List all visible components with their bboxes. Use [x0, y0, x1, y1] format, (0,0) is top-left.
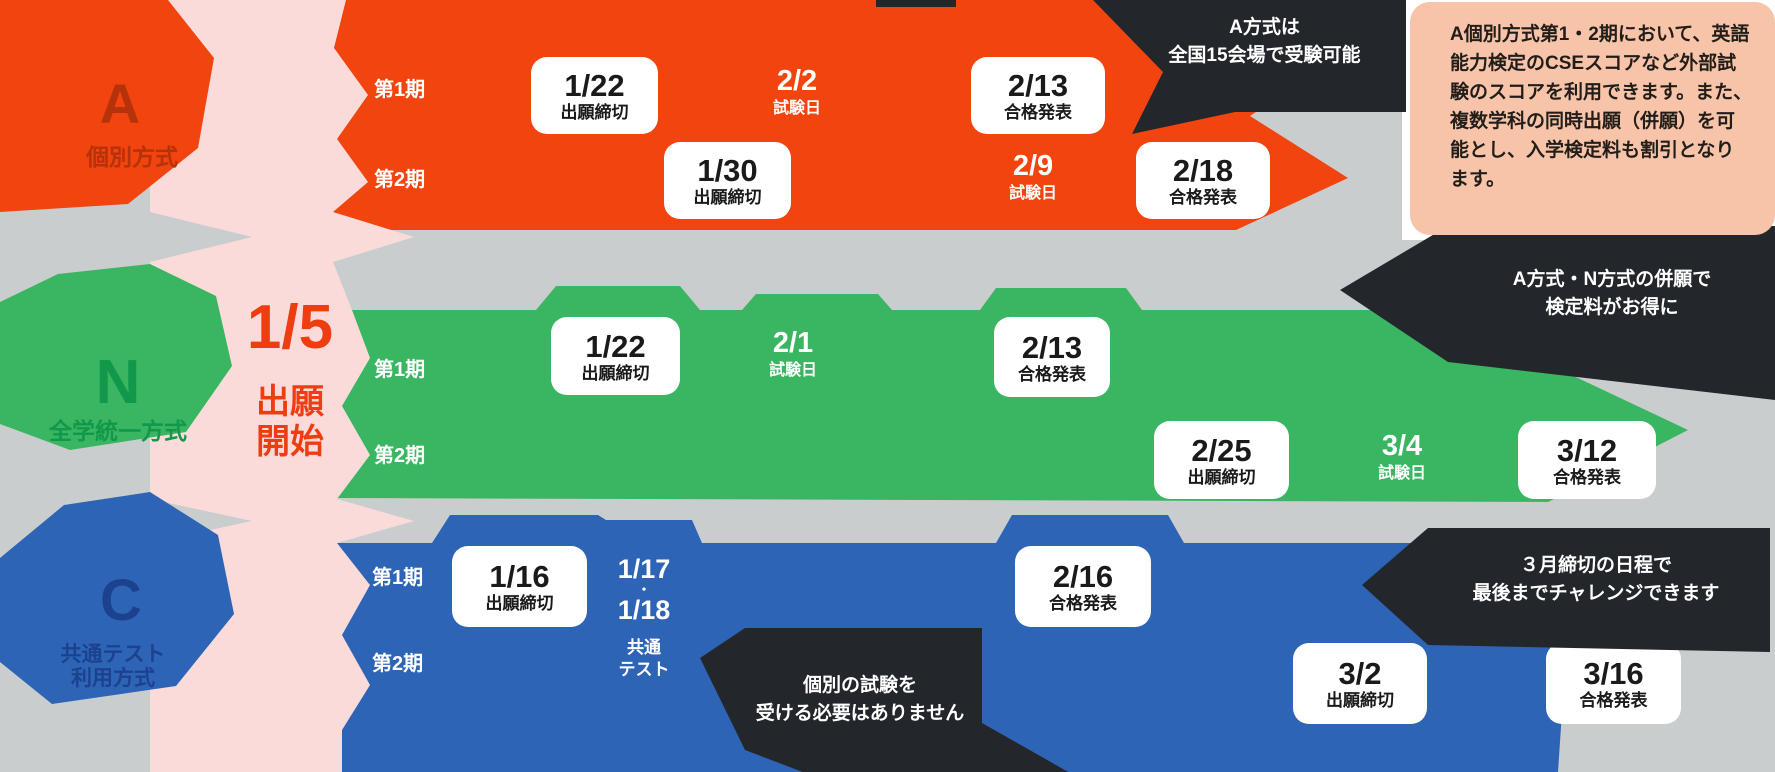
- a-row2-result-card: 2/18 合格発表: [1136, 142, 1270, 219]
- a-row1-period: 第1期: [374, 79, 426, 101]
- date-line1: 1/17: [617, 554, 671, 584]
- a-row1-deadline-card: 1/22 出願締切: [531, 57, 658, 134]
- label: 出願締切: [1187, 467, 1256, 487]
- start-label-line1: 出願: [256, 383, 324, 421]
- n-row2-period: 第2期: [374, 445, 426, 467]
- a-row1-result-card: 2/13 合格発表: [971, 57, 1105, 134]
- label: 合格発表: [1553, 467, 1621, 487]
- n-row2-deadline-card: 2/25 出願締切: [1154, 421, 1289, 499]
- date: 2/13: [1021, 329, 1083, 365]
- date: 2/2: [776, 65, 818, 97]
- bubble-line2: 全国15会場で受験可能: [1168, 45, 1361, 66]
- date: 2/25: [1191, 432, 1252, 468]
- a-venues-bubble: A方式は 全国15会場で受験可能: [1093, 0, 1406, 134]
- a-row2-exam-text: 2/9 試験日: [986, 152, 1080, 202]
- date: 1/22: [564, 68, 625, 103]
- n-row1-deadline-card: 1/22 出願締切: [551, 317, 680, 395]
- start-date: 1/5: [246, 293, 334, 362]
- n-row1-exam-text: 2/1 試験日: [746, 329, 840, 379]
- c-row1-result-card: 2/16 合格発表: [1015, 546, 1151, 627]
- a-row2-deadline-card: 1/30 出願締切: [664, 142, 791, 219]
- n-row1-result-card: 2/13 合格発表: [994, 317, 1110, 397]
- date: 3/16: [1583, 656, 1644, 691]
- bubble-line2: 最後までチャレンジできます: [1472, 583, 1720, 604]
- method-a-name: 個別方式: [86, 144, 178, 170]
- n-row2-result-card: 3/12 合格発表: [1518, 421, 1656, 499]
- bubble-line1: A方式・N方式の併願で: [1512, 269, 1712, 290]
- date: 3/4: [1381, 430, 1423, 462]
- bubble-line2: 検定料がお得に: [1545, 297, 1679, 318]
- label-line1: 共通: [627, 638, 661, 657]
- c-row1-deadline-card: 1/16 出願締切: [452, 546, 587, 627]
- label: 出願締切: [1326, 691, 1394, 710]
- start-label-line2: 開始: [256, 423, 324, 461]
- method-n-name: 全学統一方式: [49, 418, 187, 444]
- date: 3/12: [1556, 432, 1618, 468]
- c-row2-period: 第2期: [372, 653, 424, 675]
- c-row2-result-card: 3/16 合格発表: [1546, 643, 1681, 724]
- c-row1-kyotsu-test-text: 1/17 ・ 1/18 共通 テスト: [596, 554, 692, 679]
- label: 合格発表: [1169, 188, 1237, 207]
- label: 試験日: [1008, 185, 1057, 202]
- label: 試験日: [768, 362, 817, 379]
- date: 2/9: [1012, 150, 1054, 182]
- note-text: A個別方式第1・2期において、英語能力検定のCSEスコアなど外部試験のスコアを利…: [1450, 24, 1753, 190]
- date: 2/13: [1007, 68, 1069, 103]
- cropped-bubble-fragment: [876, 0, 956, 7]
- date-line2: 1/18: [617, 595, 671, 625]
- method-n-letter: N: [95, 348, 141, 417]
- c-row1-period: 第1期: [372, 567, 424, 589]
- n-row1-period: 第1期: [374, 359, 426, 381]
- label: 合格発表: [1579, 691, 1648, 710]
- method-a-letter: A: [99, 72, 141, 135]
- date: 2/16: [1052, 559, 1114, 594]
- a-row1-exam-text: 2/2 試験日: [750, 67, 844, 117]
- external-test-note: A個別方式第1・2期において、英語能力検定のCSEスコアなど外部試験のスコアを利…: [1410, 2, 1775, 235]
- method-c-letter: C: [100, 568, 142, 633]
- label-line2: テスト: [618, 660, 670, 679]
- a-row2-period: 第2期: [374, 169, 426, 191]
- label: 出願締切: [485, 594, 554, 613]
- label: 合格発表: [1004, 103, 1072, 122]
- dot-separator: ・: [637, 582, 651, 597]
- n-row2-exam-text: 3/4 試験日: [1355, 432, 1449, 482]
- c-row2-deadline-card: 3/2 出願締切: [1293, 643, 1427, 724]
- label: 試験日: [1377, 465, 1426, 482]
- label: 試験日: [772, 100, 821, 117]
- label: 出願締切: [693, 188, 762, 207]
- label: 出願締切: [560, 103, 629, 122]
- bubble-line1: 個別の試験を: [802, 675, 917, 696]
- bubble-line1: A方式は: [1229, 17, 1300, 38]
- date: 2/18: [1172, 153, 1234, 188]
- bubble-line1: ３月締切の日程で: [1519, 555, 1672, 576]
- label: 合格発表: [1018, 364, 1086, 384]
- date: 1/30: [697, 153, 758, 188]
- label: 合格発表: [1049, 594, 1117, 613]
- method-c-name-line1: 共通テスト: [60, 643, 166, 666]
- bubble-line2: 受ける必要はありません: [755, 703, 965, 724]
- march-challenge-bubble: ３月締切の日程で 最後までチャレンジできます: [1362, 528, 1770, 652]
- date: 2/1: [772, 327, 814, 359]
- method-c-name-line2: 利用方式: [71, 667, 155, 690]
- date: 1/16: [489, 559, 550, 594]
- label: 出願締切: [581, 363, 650, 383]
- date: 3/2: [1338, 656, 1382, 691]
- date: 1/22: [585, 328, 646, 364]
